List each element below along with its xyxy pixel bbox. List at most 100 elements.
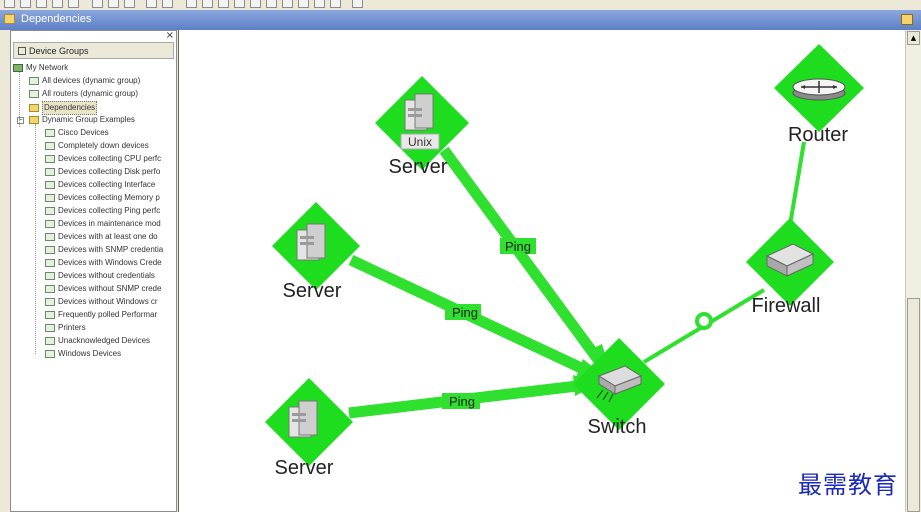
network-icon bbox=[13, 64, 23, 72]
tree-item[interactable]: My Network bbox=[13, 62, 68, 74]
polygon-icon[interactable] bbox=[282, 0, 293, 8]
group-icon bbox=[45, 324, 55, 332]
tree-item[interactable]: Windows Devices bbox=[45, 348, 121, 360]
group-icon bbox=[45, 285, 55, 293]
tree-item[interactable]: Devices collecting CPU perfc bbox=[45, 153, 161, 165]
tree-item[interactable]: Completely down devices bbox=[45, 140, 149, 152]
node-label-switch: Switch bbox=[588, 416, 647, 438]
tree-item-label: Devices collecting Ping perfc bbox=[58, 206, 161, 215]
tree-item-label: My Network bbox=[26, 63, 69, 72]
group-icon bbox=[45, 350, 55, 358]
image-icon[interactable] bbox=[330, 0, 341, 8]
tree-item[interactable]: Devices with SNMP credentia bbox=[45, 244, 163, 256]
tree-item-label: Devices collecting CPU perfc bbox=[58, 154, 162, 163]
tree-item[interactable]: Devices collecting Memory p bbox=[45, 192, 160, 204]
tree-item[interactable]: Printers bbox=[45, 322, 86, 334]
tree-item[interactable]: Devices collecting Disk perfo bbox=[45, 166, 160, 178]
tree-item[interactable]: Devices without Windows cr bbox=[45, 296, 158, 308]
tree-item-label: Completely down devices bbox=[58, 141, 149, 150]
link-unix-to-switch[interactable] bbox=[439, 146, 607, 369]
zoom-fit-icon[interactable] bbox=[108, 0, 119, 8]
tree-connector bbox=[35, 124, 36, 354]
tree-item[interactable]: All routers (dynamic group) bbox=[29, 88, 138, 100]
tree-item[interactable]: − Dynamic Group Examples bbox=[17, 114, 135, 126]
tree-item[interactable]: Devices with at least one do bbox=[45, 231, 158, 243]
tree-connector bbox=[19, 72, 20, 127]
undo-icon[interactable] bbox=[36, 0, 47, 8]
tree-item-label: Cisco Devices bbox=[58, 128, 109, 137]
open-icon[interactable] bbox=[20, 0, 31, 8]
folder-icon bbox=[29, 116, 39, 124]
firewall-icon bbox=[765, 243, 815, 277]
node-server-mid[interactable]: Server bbox=[272, 202, 360, 302]
zoom-in-icon[interactable] bbox=[92, 0, 103, 8]
node-label-unix-server: Server bbox=[389, 156, 448, 178]
group-icon bbox=[45, 129, 55, 137]
dependencies-folder-icon bbox=[4, 14, 15, 24]
tree-item[interactable]: Cisco Devices bbox=[45, 127, 109, 139]
group-icon bbox=[45, 259, 55, 267]
ellipse-icon[interactable] bbox=[250, 0, 261, 8]
select-icon[interactable] bbox=[186, 0, 197, 8]
tree-item-label: All routers (dynamic group) bbox=[42, 89, 139, 98]
node-firewall[interactable]: Firewall bbox=[746, 218, 834, 317]
node-router[interactable]: Router bbox=[774, 44, 864, 146]
circle-icon[interactable] bbox=[266, 0, 277, 8]
close-icon[interactable]: × bbox=[165, 30, 174, 41]
node-label-server-low: Server bbox=[275, 457, 334, 479]
collapse-icon[interactable]: − bbox=[17, 117, 24, 124]
scroll-thumb[interactable] bbox=[907, 298, 920, 512]
dependency-map-canvas[interactable]: Ping Ping Ping Unix Server bbox=[178, 30, 906, 512]
link-junction-marker[interactable] bbox=[695, 312, 713, 330]
tree-item-label: Dynamic Group Examples bbox=[42, 115, 135, 124]
node-switch[interactable]: Switch bbox=[573, 338, 665, 438]
scroll-up-icon[interactable]: ▲ bbox=[907, 31, 920, 45]
server-icon bbox=[288, 400, 318, 438]
tree-item[interactable]: Devices collecting Interface bbox=[45, 179, 155, 191]
tree-item[interactable]: Devices with Windows Crede bbox=[45, 257, 162, 269]
pointer-icon[interactable] bbox=[146, 0, 157, 8]
tree-item[interactable]: Devices in maintenance mod bbox=[45, 218, 161, 230]
switch-icon bbox=[596, 365, 643, 403]
node-server-low[interactable]: Server bbox=[265, 378, 353, 479]
group-icon bbox=[29, 77, 39, 85]
link-firewall-to-router[interactable] bbox=[788, 141, 806, 226]
group-icon bbox=[45, 233, 55, 241]
tree-item-label: Devices without Windows cr bbox=[58, 297, 158, 306]
vertical-scrollbar[interactable]: ▲ bbox=[905, 30, 921, 512]
node-label-server-mid: Server bbox=[283, 280, 342, 302]
tree-item[interactable]: All devices (dynamic group) bbox=[29, 75, 140, 87]
tree-item[interactable]: Devices without credentials bbox=[45, 270, 155, 282]
text-icon[interactable] bbox=[298, 0, 309, 8]
tree-item[interactable]: Frequently polled Performar bbox=[45, 309, 157, 321]
new-icon[interactable] bbox=[4, 0, 15, 8]
layout-icon[interactable] bbox=[352, 0, 363, 8]
zoom-out-icon[interactable] bbox=[124, 0, 135, 8]
save-icon[interactable] bbox=[68, 0, 79, 8]
node-unix-server[interactable]: Unix Server bbox=[375, 76, 469, 178]
watermark-text: 最需教育 bbox=[798, 471, 898, 499]
group-icon bbox=[45, 246, 55, 254]
line-icon[interactable] bbox=[202, 0, 213, 8]
window-title-bar: Dependencies bbox=[0, 10, 921, 30]
tree-item[interactable]: Devices without SNMP crede bbox=[45, 283, 161, 295]
tree-item-label: Devices with SNMP credentia bbox=[58, 245, 164, 254]
delete-icon[interactable] bbox=[52, 0, 63, 8]
group-icon bbox=[45, 272, 55, 280]
tree-item[interactable]: Unacknowledged Devices bbox=[45, 335, 150, 347]
tree-item-label: Devices without SNMP crede bbox=[58, 284, 162, 293]
tree-item[interactable]: Dependencies bbox=[29, 101, 98, 115]
grid-icon[interactable] bbox=[162, 0, 173, 8]
link-label-unix: Ping bbox=[505, 239, 531, 254]
tree-item-label: Devices collecting Disk perfo bbox=[58, 167, 161, 176]
restore-window-icon[interactable] bbox=[901, 14, 913, 25]
tree-item-label: Devices with Windows Crede bbox=[58, 258, 162, 267]
dependency-map: Ping Ping Ping Unix Server bbox=[265, 44, 864, 512]
tree-item[interactable]: Devices collecting Ping perfc bbox=[45, 205, 160, 217]
tree-item-label: Devices collecting Memory p bbox=[58, 193, 160, 202]
pin-icon[interactable] bbox=[314, 0, 325, 8]
tree-item-label: Printers bbox=[58, 323, 86, 332]
rectangle-icon[interactable] bbox=[218, 0, 229, 8]
rounded-rect-icon[interactable] bbox=[234, 0, 245, 8]
